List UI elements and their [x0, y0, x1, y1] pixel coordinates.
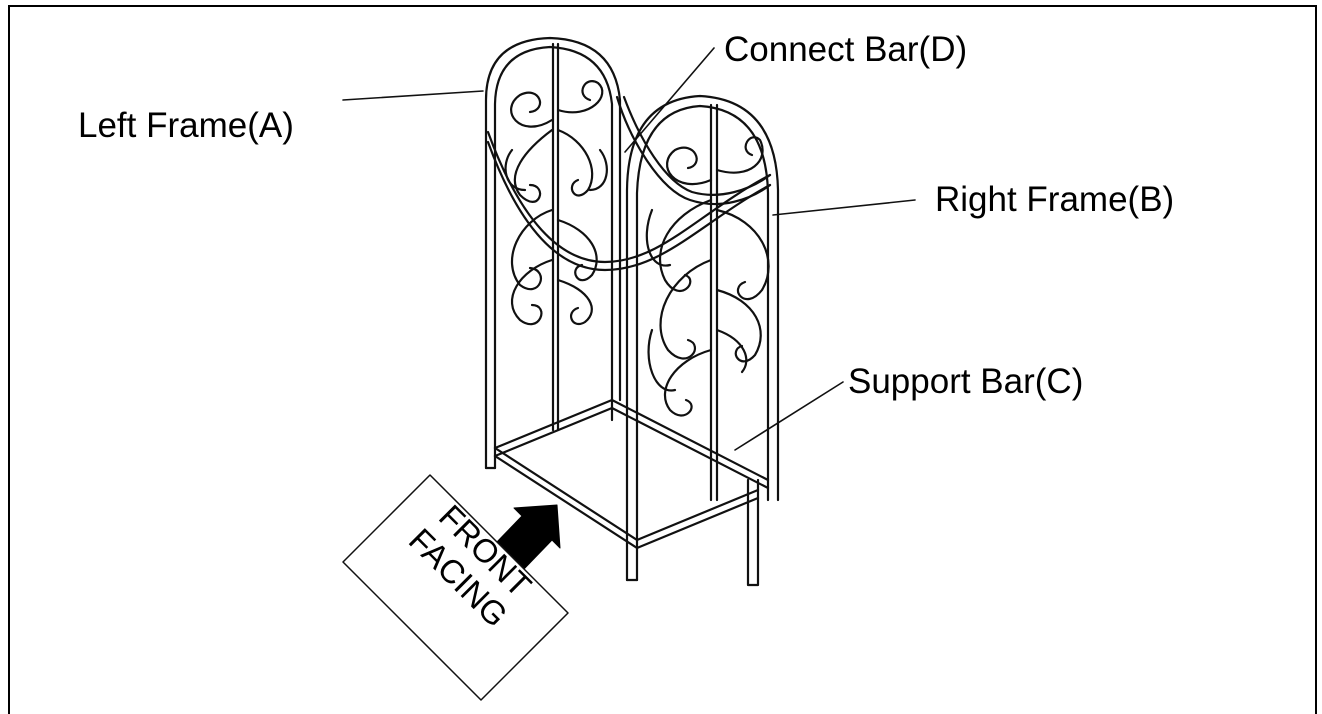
- leader-connect-bar: [624, 47, 715, 153]
- label-connect-bar: Connect Bar(D): [724, 30, 968, 69]
- left-frame-drawing: [484, 36, 622, 470]
- front-facing-tag: [342, 474, 569, 701]
- label-left-frame: Left Frame(A): [78, 106, 294, 145]
- diagram-border: [8, 5, 1317, 714]
- connect-bar-drawing: [486, 95, 772, 272]
- label-support-bar: Support Bar(C): [848, 362, 1084, 401]
- label-right-frame: Right Frame(B): [935, 180, 1175, 219]
- leader-right-frame: [772, 199, 916, 216]
- leader-support-bar: [734, 381, 844, 451]
- leader-left-frame: [342, 90, 484, 101]
- right-frame-drawing: [625, 94, 780, 582]
- support-bar-drawing: [493, 398, 770, 587]
- front-arrow-icon: [493, 504, 561, 570]
